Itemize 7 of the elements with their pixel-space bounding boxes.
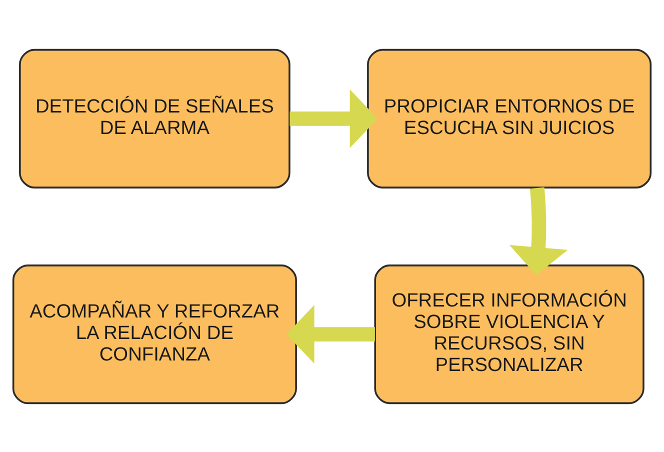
arrow [290,88,378,148]
node-box: DETECCIÓN DE SEÑALES DE ALARMA [19,48,290,188]
arrow [286,304,375,364]
node-box: ACOMPAÑAR Y REFORZAR LA RELACIÓN DE CONFIANZA [12,264,297,404]
node-box: OFRECER INFORMACIÓN SOBRE VIOLENCIA Y RECURSOS, SIN PERSONALIZAR [374,264,644,404]
arrow [509,186,568,275]
node-box: PROPICIAR ENTORNOS DE ESCUCHA SIN JUICIOS [367,48,652,188]
